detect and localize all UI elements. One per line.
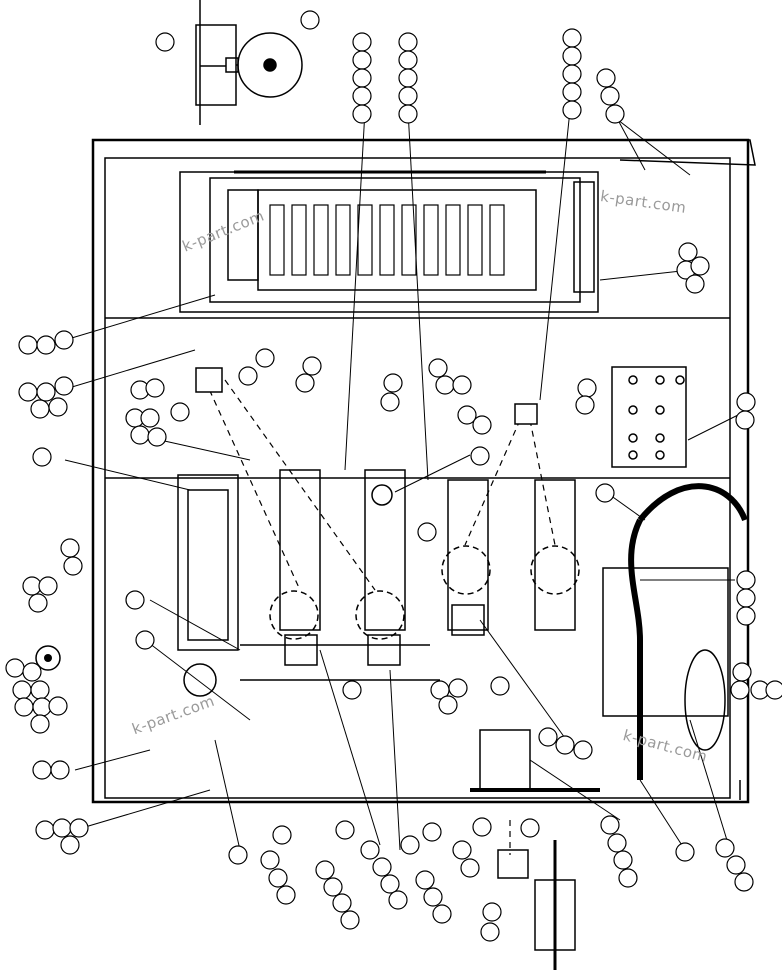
bottom-components [470, 729, 600, 970]
contactors [240, 469, 580, 681]
callout-balloons [5, 10, 782, 942]
dashed-links [204, 379, 556, 855]
heater-unit [179, 170, 599, 313]
cabinet-outline [91, 138, 756, 804]
motor-detail [195, 0, 303, 125]
left-panel [177, 474, 239, 697]
relays [35, 367, 538, 671]
right-box [602, 483, 748, 780]
leader-lines [61, 109, 739, 851]
terminal-block [611, 366, 687, 468]
